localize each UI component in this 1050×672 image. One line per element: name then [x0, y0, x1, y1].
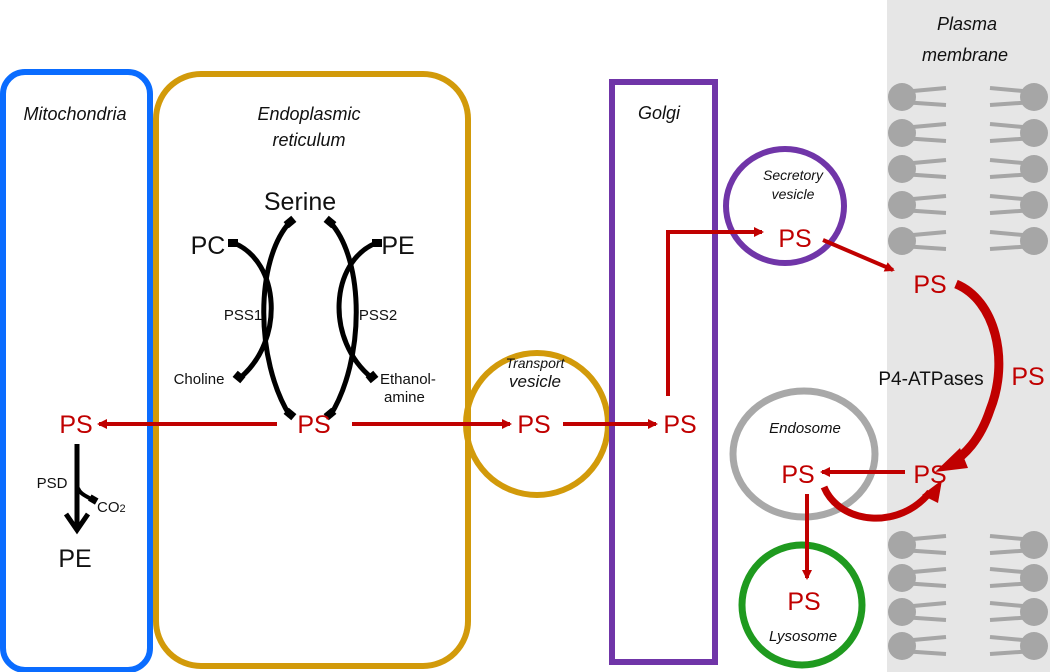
pe-mitochondria-label: PE [58, 545, 91, 573]
transport-vesicle-label-line2: vesicle [509, 372, 561, 391]
ps-mitochondria: PS [59, 411, 92, 439]
lipid-bilayer-top [888, 83, 1048, 255]
lipid-molecule [989, 531, 1048, 559]
mitochondria-label: Mitochondria [23, 104, 126, 124]
ps-golgi: PS [663, 411, 696, 439]
lipid-molecule [989, 119, 1048, 147]
ps-transport-arrows [97, 227, 905, 580]
secretory-vesicle-label-line1: Secretory [763, 167, 824, 183]
secretory-vesicle-label-line2: vesicle [772, 186, 815, 202]
ps-endosome: PS [781, 461, 814, 489]
er-label-line1: Endoplasmic [257, 104, 360, 124]
ps-lysosome: PS [787, 588, 820, 616]
pss1-label: PSS1 [224, 307, 262, 324]
p4-atpase-flip-arrow [945, 279, 1004, 470]
ps-secretory-vesicle: PS [778, 225, 811, 253]
transport-vesicle-label-line1: Transport [506, 355, 566, 371]
lysosome [738, 541, 866, 669]
pc-label: PC [191, 232, 226, 260]
plasma-membrane-region [887, 0, 1050, 672]
ps-transport-vesicle: PS [517, 411, 550, 439]
lipid-molecule [888, 632, 947, 660]
p4-atpase-arrowhead [935, 448, 968, 472]
lipid-molecule [989, 155, 1048, 183]
arrow-secretory-to-plasma [822, 238, 895, 272]
lipid-molecule [888, 564, 947, 592]
ps-plasma-membrane-outer: PS [913, 271, 946, 299]
golgi-label: Golgi [638, 103, 681, 123]
endosome-recycle-arrow [820, 485, 933, 522]
pss1-reaction-arrows [232, 220, 293, 418]
ps-er: PS [297, 411, 330, 439]
lipid-molecule [989, 227, 1048, 255]
pe-er-label: PE [381, 232, 414, 260]
endosome-recycle-arrowhead [922, 480, 942, 503]
lipid-molecule [888, 227, 947, 255]
lipid-molecule [989, 83, 1048, 111]
endosome-label: Endosome [769, 420, 841, 437]
lipid-molecule [989, 191, 1048, 219]
golgi-compartment [609, 79, 718, 665]
plasma-membrane-label-line2: membrane [922, 45, 1008, 65]
p4-atpases-label: P4-ATPases [878, 369, 983, 390]
pss-arrowheads [228, 215, 382, 421]
pss2-reaction-arrows [327, 220, 378, 418]
co2-label: CO2 [97, 499, 126, 516]
lipid-molecule [888, 83, 947, 111]
secretory-vesicle [723, 146, 847, 266]
lipid-molecule [989, 632, 1048, 660]
plasma-membrane-label-line1: Plasma [937, 14, 997, 34]
choline-label: Choline [174, 371, 225, 388]
ps-plasma-membrane-inner: PS [913, 461, 946, 489]
endosome [729, 387, 879, 521]
co2-text: CO [97, 499, 120, 516]
ethanolamine-label-line1: Ethanol- [380, 371, 436, 388]
lipid-molecule [888, 531, 947, 559]
lipid-molecule [888, 191, 947, 219]
mitochondria-compartment [0, 69, 153, 672]
ethanolamine-label-line2: amine [384, 389, 425, 406]
co2-subscript: 2 [120, 503, 126, 515]
lipid-molecule [888, 598, 947, 626]
psd-label: PSD [37, 475, 68, 492]
lipid-molecule [888, 155, 947, 183]
lipid-molecule [989, 598, 1048, 626]
lipid-bilayer-bottom [888, 531, 1048, 660]
pss2-label: PSS2 [359, 307, 397, 324]
lysosome-label: Lysosome [769, 628, 837, 645]
er-label-line2: reticulum [272, 130, 345, 150]
lipid-molecule [989, 564, 1048, 592]
er-compartment [153, 71, 471, 669]
ps-flipped: PS [1011, 363, 1044, 391]
serine-label: Serine [264, 188, 336, 216]
arrow-golgi-to-secretory [666, 227, 764, 396]
psd-reaction [63, 444, 99, 535]
lipid-molecule [888, 119, 947, 147]
